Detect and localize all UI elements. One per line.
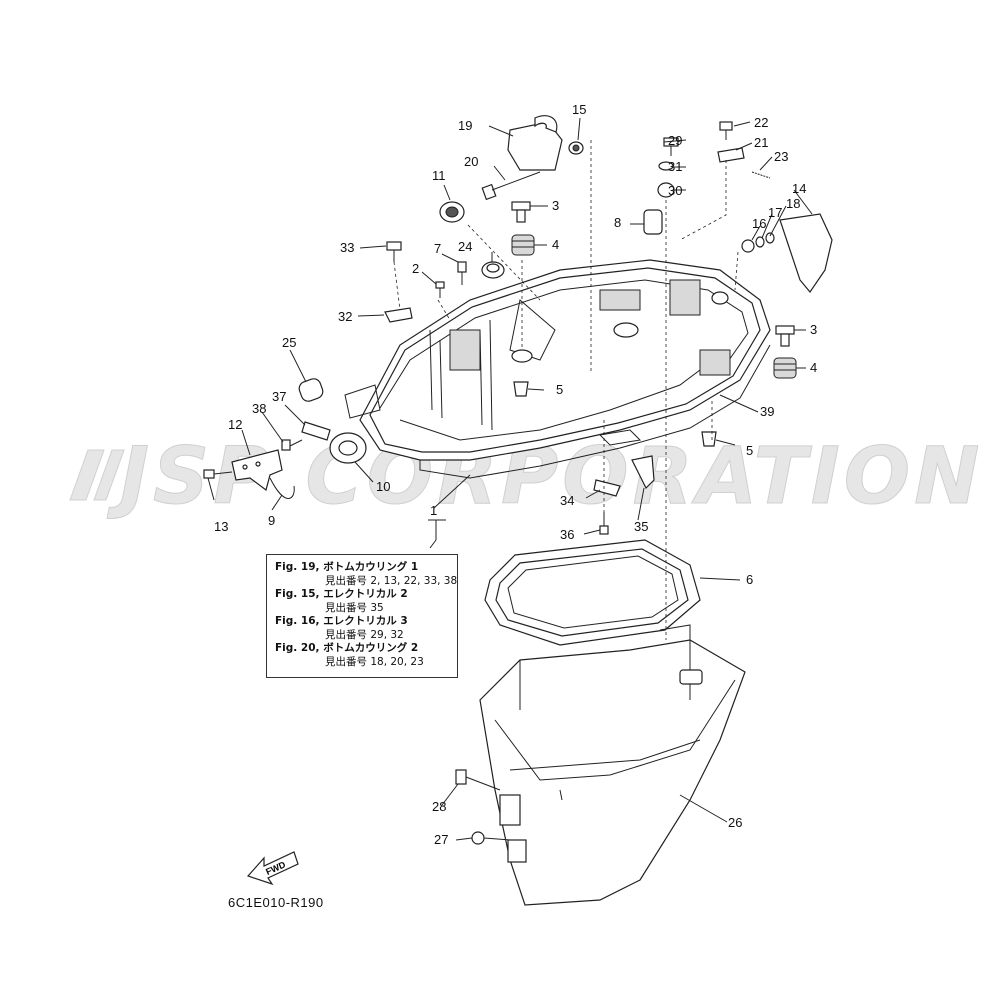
- callout-6: 6: [746, 572, 754, 587]
- ref-fig-19: Fig. 19, ボトムカウリング 1: [275, 561, 419, 573]
- plate-21: [717, 147, 745, 163]
- callout-22: 22: [754, 115, 769, 130]
- callout-30: 30: [668, 183, 683, 198]
- spring-23: [751, 171, 771, 179]
- hook-9: [269, 477, 295, 499]
- screw-38: [281, 439, 303, 451]
- screw-7: [457, 261, 467, 285]
- callout-27: 27: [434, 832, 449, 847]
- grommet-5-inner: [513, 381, 529, 397]
- grommet-10: [329, 432, 367, 464]
- grommet-24: [481, 261, 505, 279]
- watermark-logo: [69, 449, 125, 501]
- plate-12: [231, 449, 283, 492]
- callout-35: 35: [634, 519, 649, 534]
- callout-1: 1: [430, 503, 438, 518]
- ref-index-16: 見出番号 29, 32: [325, 628, 404, 641]
- callout-9: 9: [268, 513, 276, 528]
- callout-16: 16: [752, 216, 767, 231]
- alignment-lines: [393, 140, 739, 640]
- holder-35: [631, 455, 655, 490]
- leader-lines: [207, 117, 813, 841]
- bushing-8: [643, 209, 663, 235]
- ref-index-20: 見出番号 18, 20, 23: [325, 655, 424, 668]
- callout-19: 19: [458, 118, 473, 133]
- callout-2: 2: [412, 261, 420, 276]
- grommet-5-right: [701, 431, 717, 447]
- clip-32: [384, 307, 413, 323]
- pin-2: [435, 281, 445, 298]
- nut-27: [471, 831, 511, 845]
- callout-25: 25: [282, 335, 297, 350]
- callout-5-inner: 5: [556, 382, 564, 397]
- bolt-3-upper: [511, 201, 531, 223]
- ref-fig-20: Fig. 20, ボトムカウリング 2: [275, 642, 419, 654]
- callout-10: 10: [376, 479, 391, 494]
- washer-31: [658, 161, 674, 171]
- ref-fig-15: Fig. 15, エレクトリカル 2: [275, 588, 408, 600]
- callout-13: 13: [214, 519, 229, 534]
- callout-21: 21: [754, 135, 769, 150]
- grommet-11: [439, 201, 465, 223]
- screw-36: [599, 512, 609, 535]
- callout-38: 38: [252, 401, 267, 416]
- callout-36: 36: [560, 527, 575, 542]
- grommet-25: [298, 378, 324, 402]
- bolt-22: [719, 121, 733, 140]
- callout-3-upper: 3: [552, 198, 560, 213]
- bolt-13: [203, 469, 233, 479]
- callout-3-right: 3: [810, 322, 818, 337]
- grommet-15: [568, 141, 584, 155]
- ref-index-19: 見出番号 2, 13, 22, 33, 38: [325, 574, 458, 587]
- ref-index-15: 見出番号 35: [325, 601, 384, 614]
- callout-17: 17: [768, 205, 783, 220]
- diagram-code: 6C1E010-R190: [228, 895, 324, 910]
- bolt-28: [455, 769, 501, 791]
- bottom-cowling-tray: [344, 259, 771, 479]
- callout-18: 18: [786, 196, 801, 211]
- callout-12: 12: [228, 417, 243, 432]
- callout-14: 14: [792, 181, 807, 196]
- callout-23: 23: [774, 149, 789, 164]
- damper-4-right: [773, 357, 797, 379]
- ref-fig-16: Fig. 16, エレクトリカル 3: [275, 615, 408, 627]
- lower-cowling: [479, 624, 746, 906]
- callout-20: 20: [464, 154, 479, 169]
- damper-4-upper: [511, 234, 535, 256]
- bracket-14: [779, 213, 833, 293]
- clip-37: [301, 421, 331, 441]
- callout-33: 33: [340, 240, 355, 255]
- callout-37: 37: [272, 389, 287, 404]
- callout-7: 7: [434, 241, 442, 256]
- callout-8: 8: [614, 215, 622, 230]
- bolt-3-right: [775, 325, 795, 347]
- callout-29: 29: [668, 133, 683, 148]
- callout-26: 26: [728, 815, 743, 830]
- callout-11: 11: [432, 168, 446, 183]
- fwd-arrow-icon: FWD: [246, 851, 299, 886]
- callout-4-upper: 4: [552, 237, 560, 252]
- callout-39: 39: [760, 404, 775, 419]
- callout-4-right: 4: [810, 360, 818, 375]
- callout-5-right: 5: [746, 443, 754, 458]
- bolt-33: [386, 241, 402, 262]
- washer-16-17-18: [741, 232, 775, 253]
- seal-ring: [484, 539, 701, 646]
- callout-24: 24: [458, 239, 473, 254]
- callout-31: 31: [668, 159, 683, 174]
- clip-34: [593, 479, 621, 497]
- callout-28: 28: [432, 799, 447, 814]
- reference-box: Fig. 19, ボトムカウリング 1 見出番号 2, 13, 22, 33, …: [266, 554, 458, 678]
- bracket-19: [507, 115, 563, 171]
- callout-32: 32: [338, 309, 353, 324]
- bolt-20: [481, 171, 541, 201]
- callout-15: 15: [572, 102, 587, 117]
- callout-34: 34: [560, 493, 575, 508]
